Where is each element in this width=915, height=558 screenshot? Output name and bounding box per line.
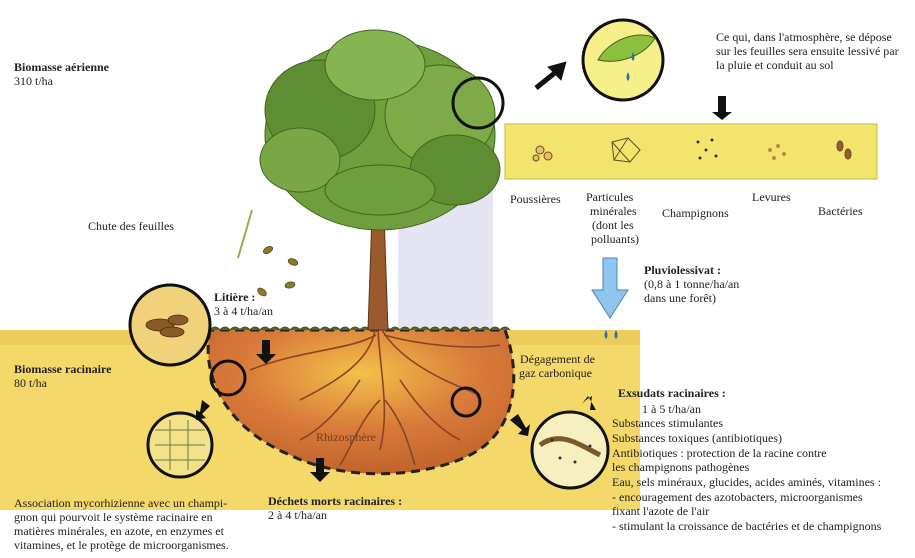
litter-title: Litière : bbox=[214, 290, 255, 304]
aerial-biomass-title: Biomasse aérienne bbox=[14, 60, 109, 74]
leaf-fall-label: Chute des feuilles bbox=[88, 219, 174, 233]
pluvio-line-2: dans une forêt) bbox=[644, 291, 716, 305]
mycorrhiza-line: vitamines, et le protège de microorganis… bbox=[14, 538, 229, 552]
exudate-circle bbox=[532, 412, 608, 488]
atmosphere-note-1: Ce qui, dans l'atmosphère, se dépose bbox=[716, 30, 892, 44]
root-biomass-title: Biomasse racinaire bbox=[14, 362, 111, 376]
mycorrhiza-line: gnon qui pourvoit le système racinaire e… bbox=[14, 510, 213, 524]
litter-value: 3 à 4 t/ha/an bbox=[214, 304, 273, 318]
particle-label-dust: Poussières bbox=[510, 192, 561, 206]
atmosphere-note-3: la pluie et conduit au sol bbox=[716, 58, 834, 72]
particle-label-fungi: Champignons bbox=[662, 206, 729, 220]
pluviolessivat-arrow bbox=[592, 258, 628, 318]
dead-roots-value: 2 à 4 t/ha/an bbox=[268, 508, 327, 522]
exudates-title: Exsudats racinaires : bbox=[618, 386, 726, 400]
dead-roots-title: Déchets morts racinaires : bbox=[268, 494, 402, 508]
particle-label-bacteria: Bactéries bbox=[818, 204, 863, 218]
co2-line-1: Dégagement de bbox=[520, 352, 595, 366]
mycorrhiza-line: Association mycorhizienne avec un champi… bbox=[14, 496, 227, 510]
pluvio-title: Pluviolessivat : bbox=[644, 263, 721, 277]
root-biomass-value: 80 t/ha bbox=[14, 376, 47, 390]
falling-leaves bbox=[256, 245, 298, 298]
mycorrhiza-line: matières minérales, en azote, en enzymes… bbox=[14, 524, 224, 538]
atmosphere-note-2: sur les feuilles sera ensuite lessivé pa… bbox=[716, 44, 899, 58]
rhizosphere-label: Rhizosphère bbox=[316, 430, 376, 444]
co2-line-2: gaz carbonique bbox=[519, 366, 592, 380]
leaf-fall-arrow bbox=[238, 210, 252, 258]
particle-band bbox=[505, 124, 877, 179]
aerial-biomass-value: 310 t/ha bbox=[14, 74, 53, 88]
pluvio-line-1: (0,8 à 1 tonne/ha/an bbox=[644, 277, 739, 291]
arrow-down-to-band bbox=[712, 96, 732, 120]
tree-canopy bbox=[260, 30, 500, 230]
particle-label-yeasts: Levures bbox=[752, 190, 791, 204]
arrow-to-leaf bbox=[536, 65, 563, 88]
